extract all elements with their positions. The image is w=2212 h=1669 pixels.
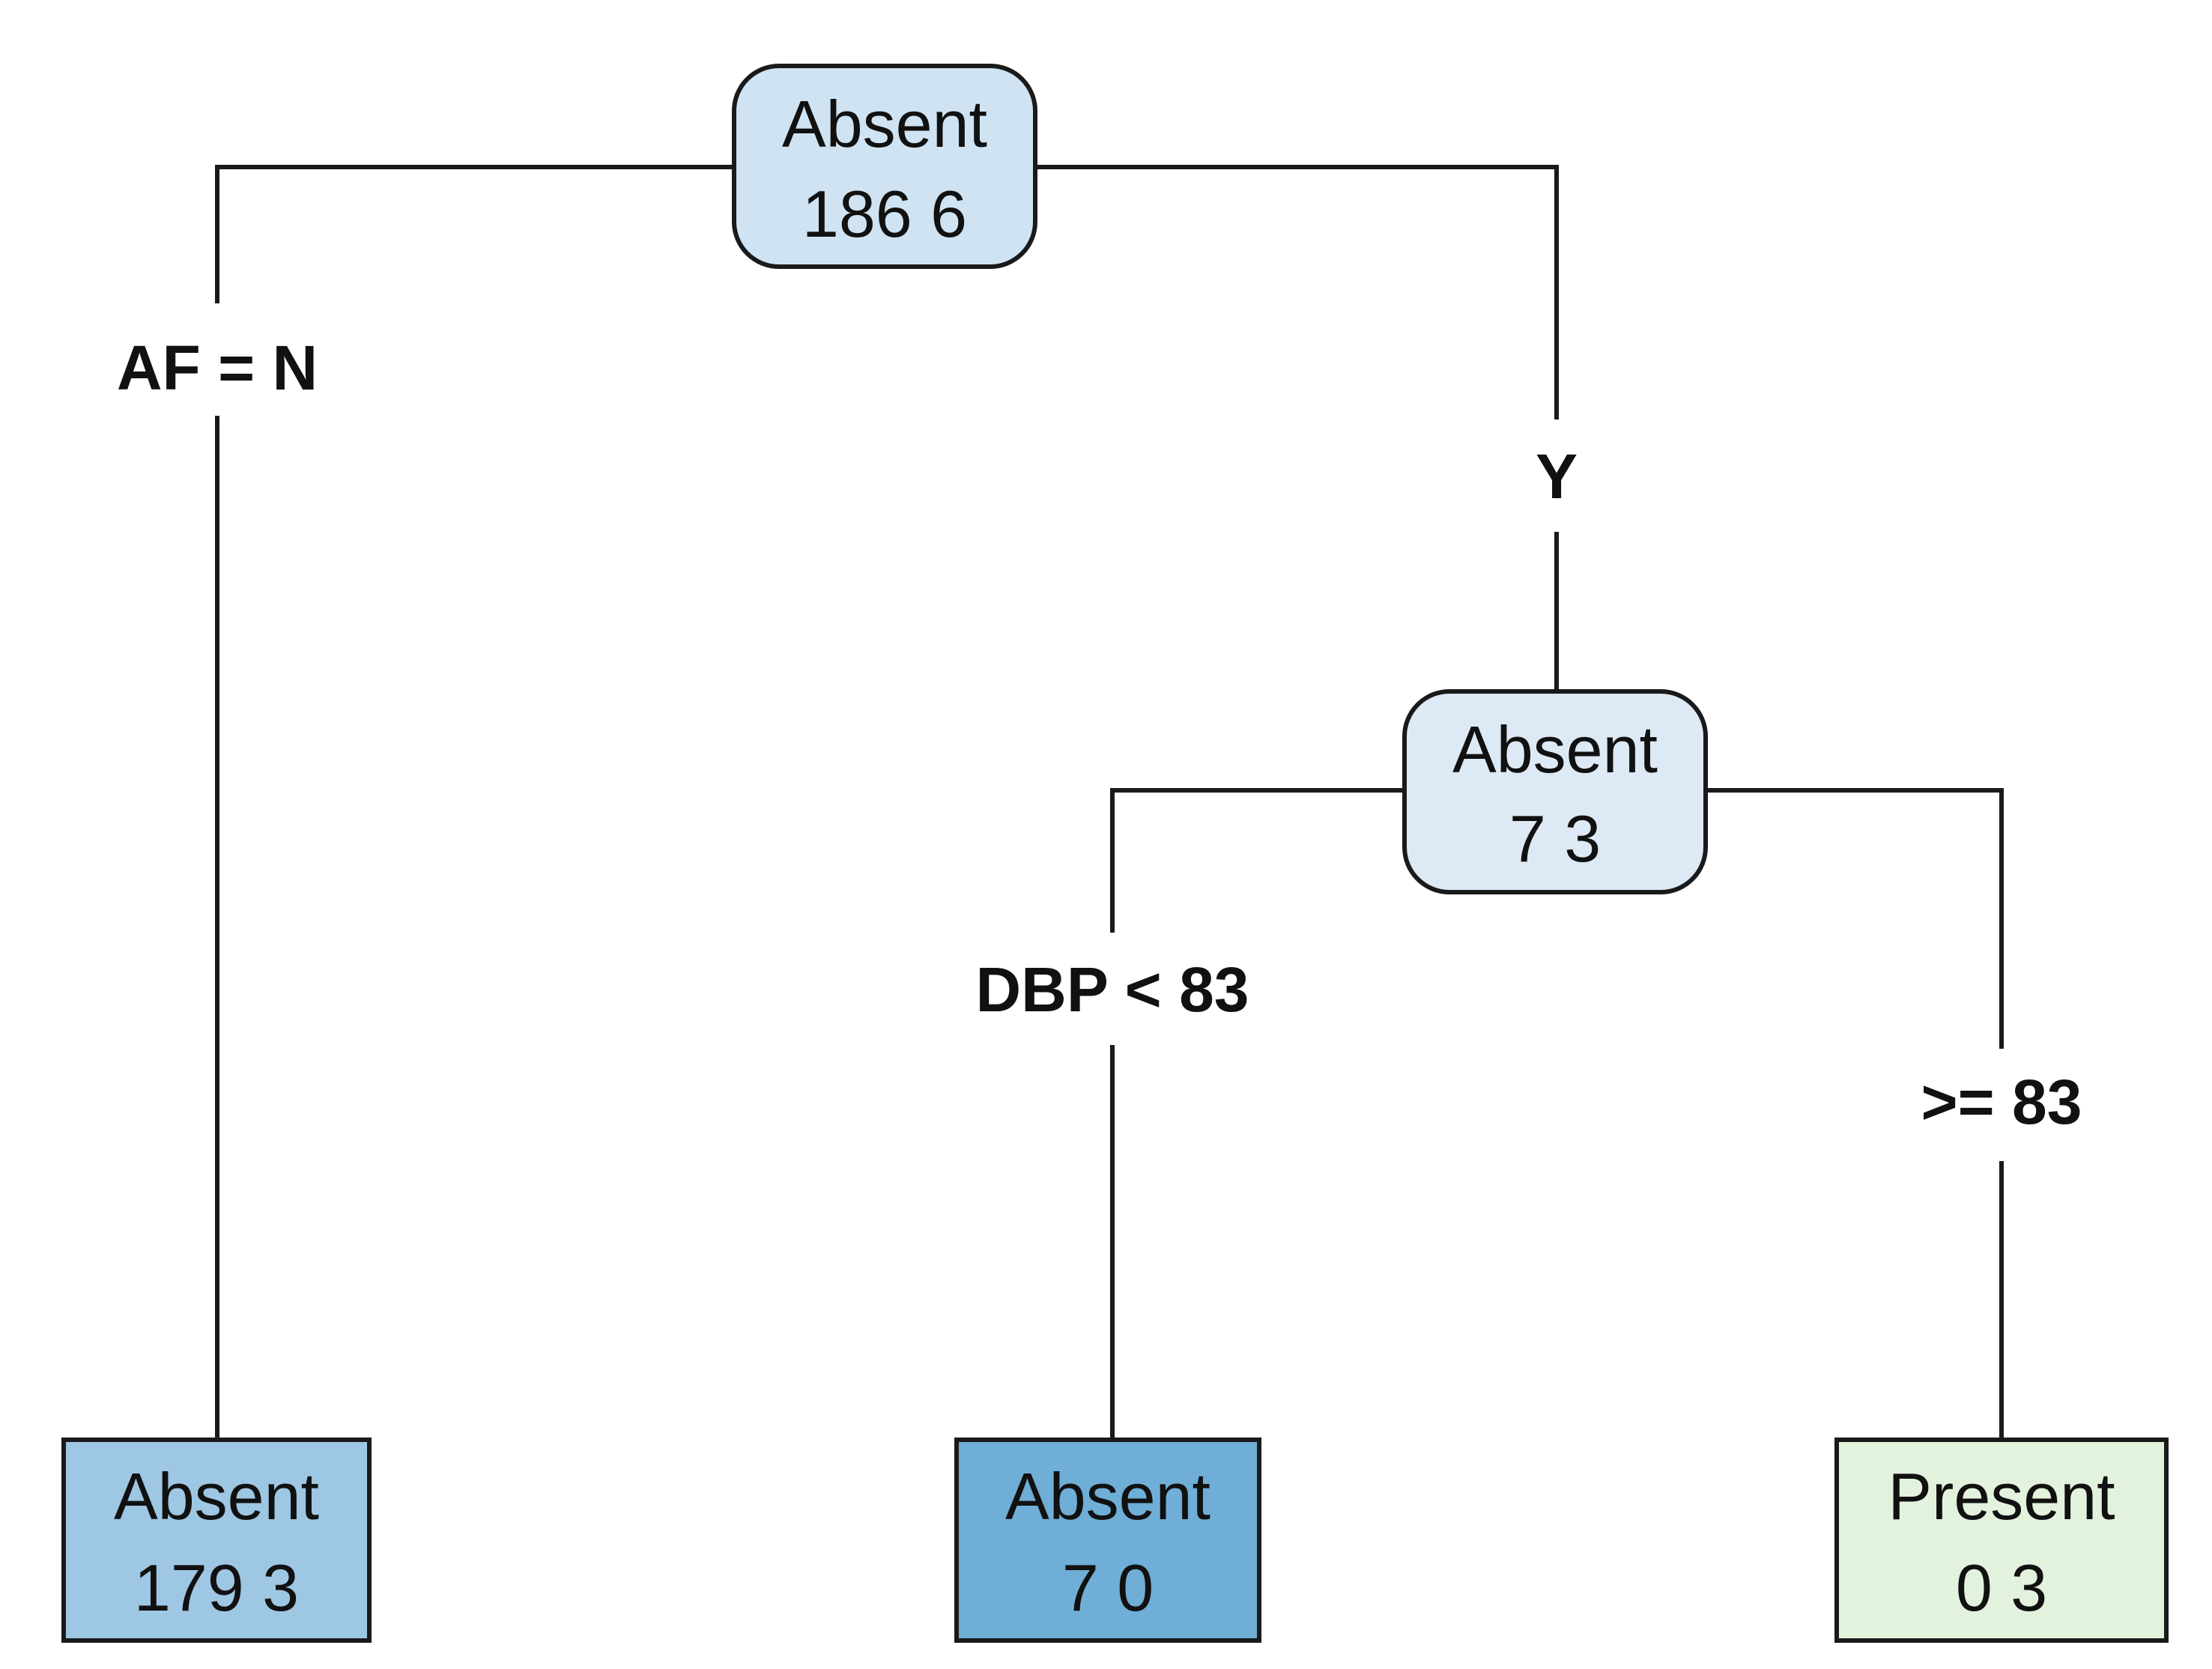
node-root: Absent 186 6: [732, 64, 1037, 269]
split-text-gte-83: >= 83: [1921, 1067, 2082, 1137]
split-label-gte-83: >= 83: [1897, 1049, 2106, 1161]
node-root-counts: 186 6: [802, 177, 967, 251]
leaf-middle: Absent 7 0: [954, 1438, 1261, 1643]
node-internal-counts: 7 3: [1509, 802, 1601, 876]
split-text-af-n: AF = N: [117, 333, 318, 403]
node-internal-class: Absent: [1452, 712, 1658, 787]
node-root-class: Absent: [782, 87, 987, 161]
leaf-left-counts: 179 3: [134, 1551, 299, 1625]
split-text-dbp-lt-83: DBP < 83: [976, 954, 1249, 1025]
edge-internal-right: [1708, 788, 2004, 1438]
leaf-right-class: Present: [1888, 1459, 2115, 1533]
edge-internal-left: [1110, 788, 1405, 1438]
leaf-middle-counts: 7 0: [1062, 1551, 1154, 1625]
edge-root-right: [1037, 165, 1559, 693]
split-label-y: Y: [1497, 419, 1616, 532]
split-text-y: Y: [1536, 441, 1578, 512]
leaf-left: Absent 179 3: [61, 1438, 372, 1643]
leaf-left-class: Absent: [114, 1459, 319, 1533]
leaf-right: Present 0 3: [1834, 1438, 2169, 1643]
edge-root-left: [215, 165, 738, 1438]
split-label-af-n: AF = N: [82, 303, 352, 416]
leaf-middle-class: Absent: [1005, 1459, 1210, 1533]
node-internal: Absent 7 3: [1402, 689, 1708, 894]
split-label-dbp-lt-83: DBP < 83: [936, 933, 1288, 1045]
leaf-right-counts: 0 3: [1956, 1551, 2047, 1625]
